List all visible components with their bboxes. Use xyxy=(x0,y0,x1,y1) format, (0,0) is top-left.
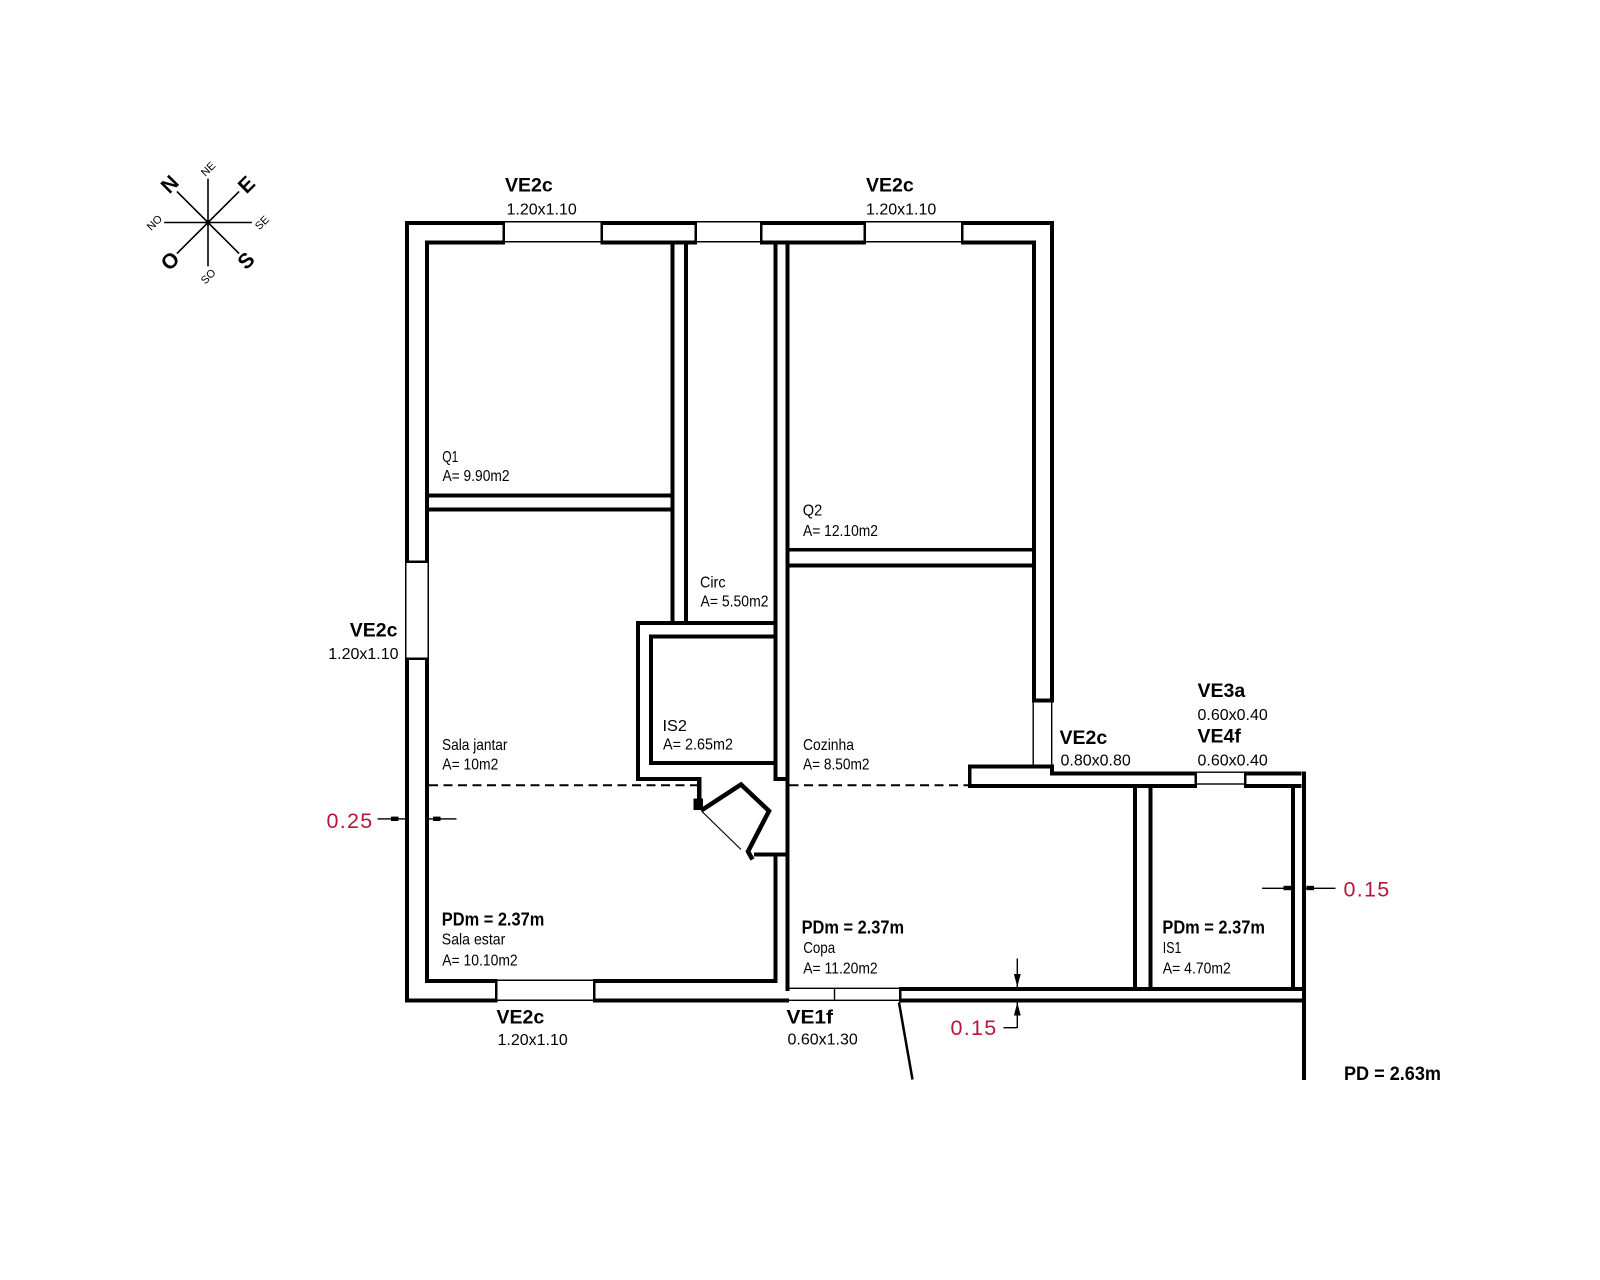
svg-text:0.15: 0.15 xyxy=(951,1016,998,1040)
svg-text:Q2: Q2 xyxy=(803,503,823,520)
svg-text:0.15: 0.15 xyxy=(1344,878,1391,902)
svg-text:0.25: 0.25 xyxy=(327,809,374,833)
svg-text:A= 10.10m2: A= 10.10m2 xyxy=(442,953,518,970)
svg-text:Sala jantar: Sala jantar xyxy=(442,737,508,754)
svg-text:VE2c: VE2c xyxy=(505,175,553,197)
svg-text:Sala estar: Sala estar xyxy=(442,932,506,949)
svg-text:IS1: IS1 xyxy=(1163,940,1182,957)
svg-text:A= 5.50m2: A= 5.50m2 xyxy=(701,593,769,610)
svg-text:VE2c: VE2c xyxy=(1060,727,1108,749)
svg-text:VE4f: VE4f xyxy=(1198,726,1242,748)
svg-text:0.80x0.80: 0.80x0.80 xyxy=(1061,753,1131,770)
svg-text:0.60x1.30: 0.60x1.30 xyxy=(788,1032,858,1049)
svg-text:A= 11.20m2: A= 11.20m2 xyxy=(803,960,878,977)
svg-text:1.20x1.10: 1.20x1.10 xyxy=(507,202,577,219)
svg-text:Copa: Copa xyxy=(803,940,835,957)
svg-text:A= 10m2: A= 10m2 xyxy=(442,756,498,773)
svg-text:A= 4.70m2: A= 4.70m2 xyxy=(1163,961,1231,978)
svg-text:1.20x1.10: 1.20x1.10 xyxy=(328,646,398,663)
svg-text:A= 2.65m2: A= 2.65m2 xyxy=(663,737,733,754)
svg-text:A= 8.50m2: A= 8.50m2 xyxy=(803,756,870,773)
svg-text:Q1: Q1 xyxy=(442,449,458,466)
svg-text:PDm = 2.37m: PDm = 2.37m xyxy=(1162,917,1265,937)
svg-text:PDm = 2.37m: PDm = 2.37m xyxy=(442,910,545,930)
svg-text:PD = 2.63m: PD = 2.63m xyxy=(1344,1064,1441,1085)
svg-text:A= 12.10m2: A= 12.10m2 xyxy=(803,523,878,540)
svg-text:Circ: Circ xyxy=(700,575,726,592)
svg-text:1.20x1.10: 1.20x1.10 xyxy=(498,1032,568,1049)
svg-text:VE1f: VE1f xyxy=(787,1007,834,1029)
svg-text:VE2c: VE2c xyxy=(866,175,914,197)
svg-text:Cozinha: Cozinha xyxy=(803,737,854,754)
svg-text:VE3a: VE3a xyxy=(1198,680,1246,702)
svg-text:IS2: IS2 xyxy=(663,718,688,735)
svg-text:PDm = 2.37m: PDm = 2.37m xyxy=(802,917,905,937)
svg-text:A= 9.90m2: A= 9.90m2 xyxy=(443,468,510,485)
svg-text:VE2c: VE2c xyxy=(497,1007,545,1029)
svg-text:0.60x0.40: 0.60x0.40 xyxy=(1198,707,1268,724)
svg-text:0.60x0.40: 0.60x0.40 xyxy=(1198,753,1268,770)
svg-text:1.20x1.10: 1.20x1.10 xyxy=(866,202,936,219)
svg-text:VE2c: VE2c xyxy=(350,620,398,642)
